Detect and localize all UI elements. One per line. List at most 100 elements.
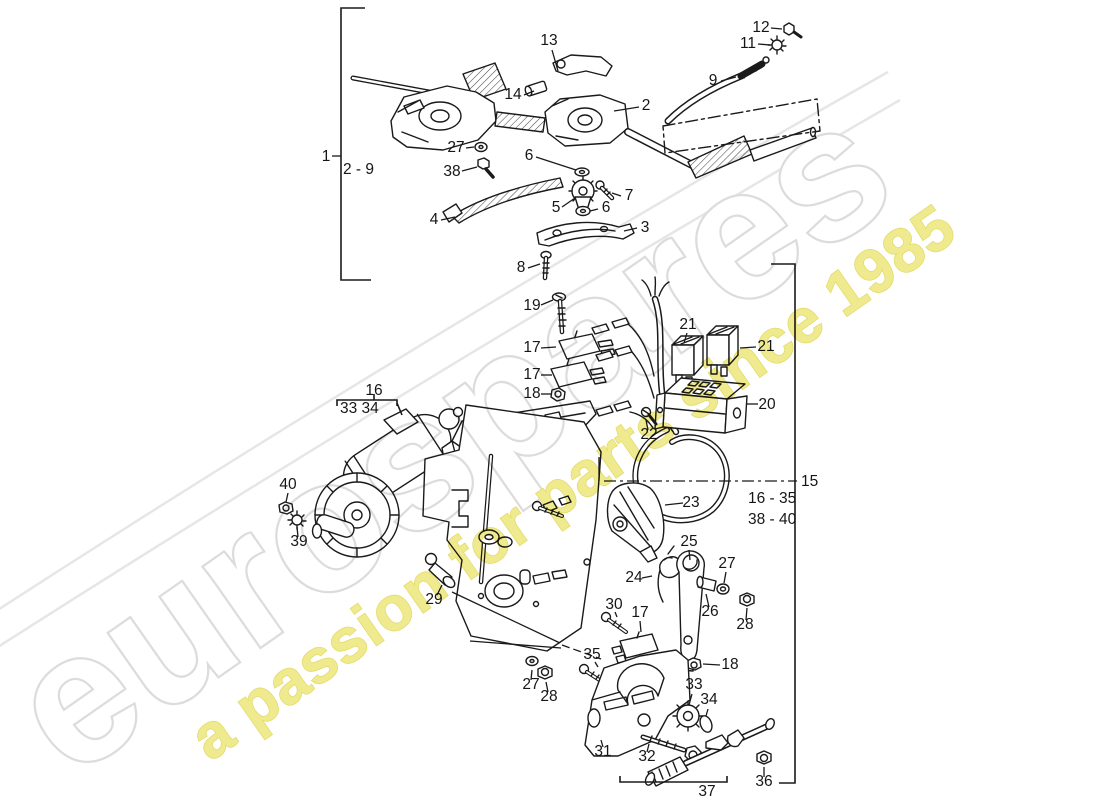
watermark-brand-text: eurospares <box>0 60 926 800</box>
part-label-12: 12 <box>752 19 769 36</box>
part-label-28: 28 <box>540 688 557 705</box>
part-label-34: 34 <box>700 691 718 708</box>
part-25-lever <box>676 550 705 672</box>
part-3-bracket <box>536 221 635 247</box>
leader-line <box>683 332 688 344</box>
part-label-2-9: 2 - 9 <box>343 161 374 178</box>
leader-line <box>600 739 604 748</box>
leader-line <box>688 549 691 561</box>
part-label-6: 6 <box>602 199 611 216</box>
part-label-19: 19 <box>523 297 540 314</box>
part-label-7: 7 <box>625 187 634 204</box>
part-label-40: 40 <box>279 476 297 493</box>
part-label-30: 30 <box>605 596 623 613</box>
part-label-21: 21 <box>757 338 774 355</box>
part-label-18: 18 <box>721 656 738 673</box>
part-28-nut-left <box>537 665 553 680</box>
part-label-2: 2 <box>642 97 651 114</box>
bracket-group-15 <box>771 263 796 784</box>
part-7-screw <box>595 180 615 201</box>
part-label-11: 11 <box>740 35 756 52</box>
part-label-4: 4 <box>430 211 439 228</box>
part-2-carriage-left <box>390 85 497 151</box>
leader-line <box>723 571 727 584</box>
leader-line <box>535 156 577 171</box>
leader-line <box>285 492 289 503</box>
leader-line <box>611 192 622 197</box>
part-label-38: 38 <box>443 163 460 180</box>
part-21-relay-b <box>706 325 739 377</box>
watermark-swoosh-upper <box>0 70 889 611</box>
part-11-star-washer <box>767 35 787 55</box>
part-label-33-34: 33 34 <box>340 400 379 417</box>
part-9-tube <box>664 56 770 125</box>
part-label-8: 8 <box>517 259 526 276</box>
part-13-lever <box>552 54 613 77</box>
leader-line <box>641 575 653 579</box>
leader-line <box>523 90 535 96</box>
bracket-group-1 <box>340 7 371 281</box>
part-label-28: 28 <box>736 616 753 633</box>
part-27-washer-right <box>716 583 730 595</box>
leader-line <box>589 208 599 212</box>
part-label-29: 29 <box>425 591 442 608</box>
part-label-16: 16 <box>365 382 382 399</box>
part-wiring-connectors <box>591 317 655 429</box>
part-22-screw <box>640 406 658 426</box>
part-17-switch-c <box>611 631 659 664</box>
leader-line <box>436 584 443 596</box>
panel-reference-outline <box>662 98 821 154</box>
leader-line <box>688 693 693 706</box>
part-label-13: 13 <box>540 32 557 49</box>
part-label-37: 37 <box>698 783 715 800</box>
part-18-nut-upper <box>550 387 566 402</box>
part-label-1: 1 <box>322 148 331 165</box>
part-label-33: 33 <box>685 676 702 693</box>
leader-line <box>739 346 757 349</box>
part-20-control-unit <box>654 377 748 434</box>
watermark-layer: eurospares a passion for parts since 198… <box>0 58 969 800</box>
leader-line <box>623 227 638 232</box>
part-label-25: 25 <box>680 533 697 550</box>
part-27-washer-top <box>474 141 488 153</box>
leader-line <box>296 526 299 538</box>
part-mounting-plate <box>422 404 602 652</box>
bracket-group-16-lead <box>396 402 403 416</box>
leader-line <box>757 43 771 46</box>
part-label-9: 9 <box>709 72 718 89</box>
leader-line <box>646 743 650 753</box>
leader-line <box>639 620 642 633</box>
refline-pointer-dash <box>561 644 602 660</box>
part-2-carriage-right <box>544 94 629 147</box>
part-label-6: 6 <box>525 147 534 164</box>
leader-line <box>745 607 748 621</box>
part-30-screw <box>600 611 628 634</box>
leader-line <box>540 299 554 306</box>
part-label-3: 3 <box>641 219 650 236</box>
part-27-washer-left <box>525 655 539 667</box>
leader-line <box>561 197 576 208</box>
leader-line <box>551 49 559 72</box>
part-29-ball-pin <box>424 552 456 589</box>
part-6-washer-lower <box>575 205 591 217</box>
leader-line <box>705 708 709 717</box>
part-label-27: 27 <box>718 555 735 572</box>
leader-line <box>540 346 557 349</box>
leader-line <box>461 166 478 172</box>
part-40-nut <box>278 501 294 515</box>
part-label-39: 39 <box>290 533 307 550</box>
part-28-nut-right <box>739 592 755 607</box>
part-36-nut <box>756 750 772 765</box>
part-14-pin <box>524 80 548 97</box>
part-8-screw <box>540 250 552 281</box>
diagram-line-art <box>278 22 821 787</box>
part-label-31: 31 <box>594 743 611 760</box>
leader-line <box>645 419 649 431</box>
part-label-14: 14 <box>504 86 522 103</box>
part-label-36: 36 <box>755 773 772 790</box>
part-24-spring <box>657 545 682 603</box>
leader-line <box>594 661 599 668</box>
leader-line <box>705 593 710 608</box>
